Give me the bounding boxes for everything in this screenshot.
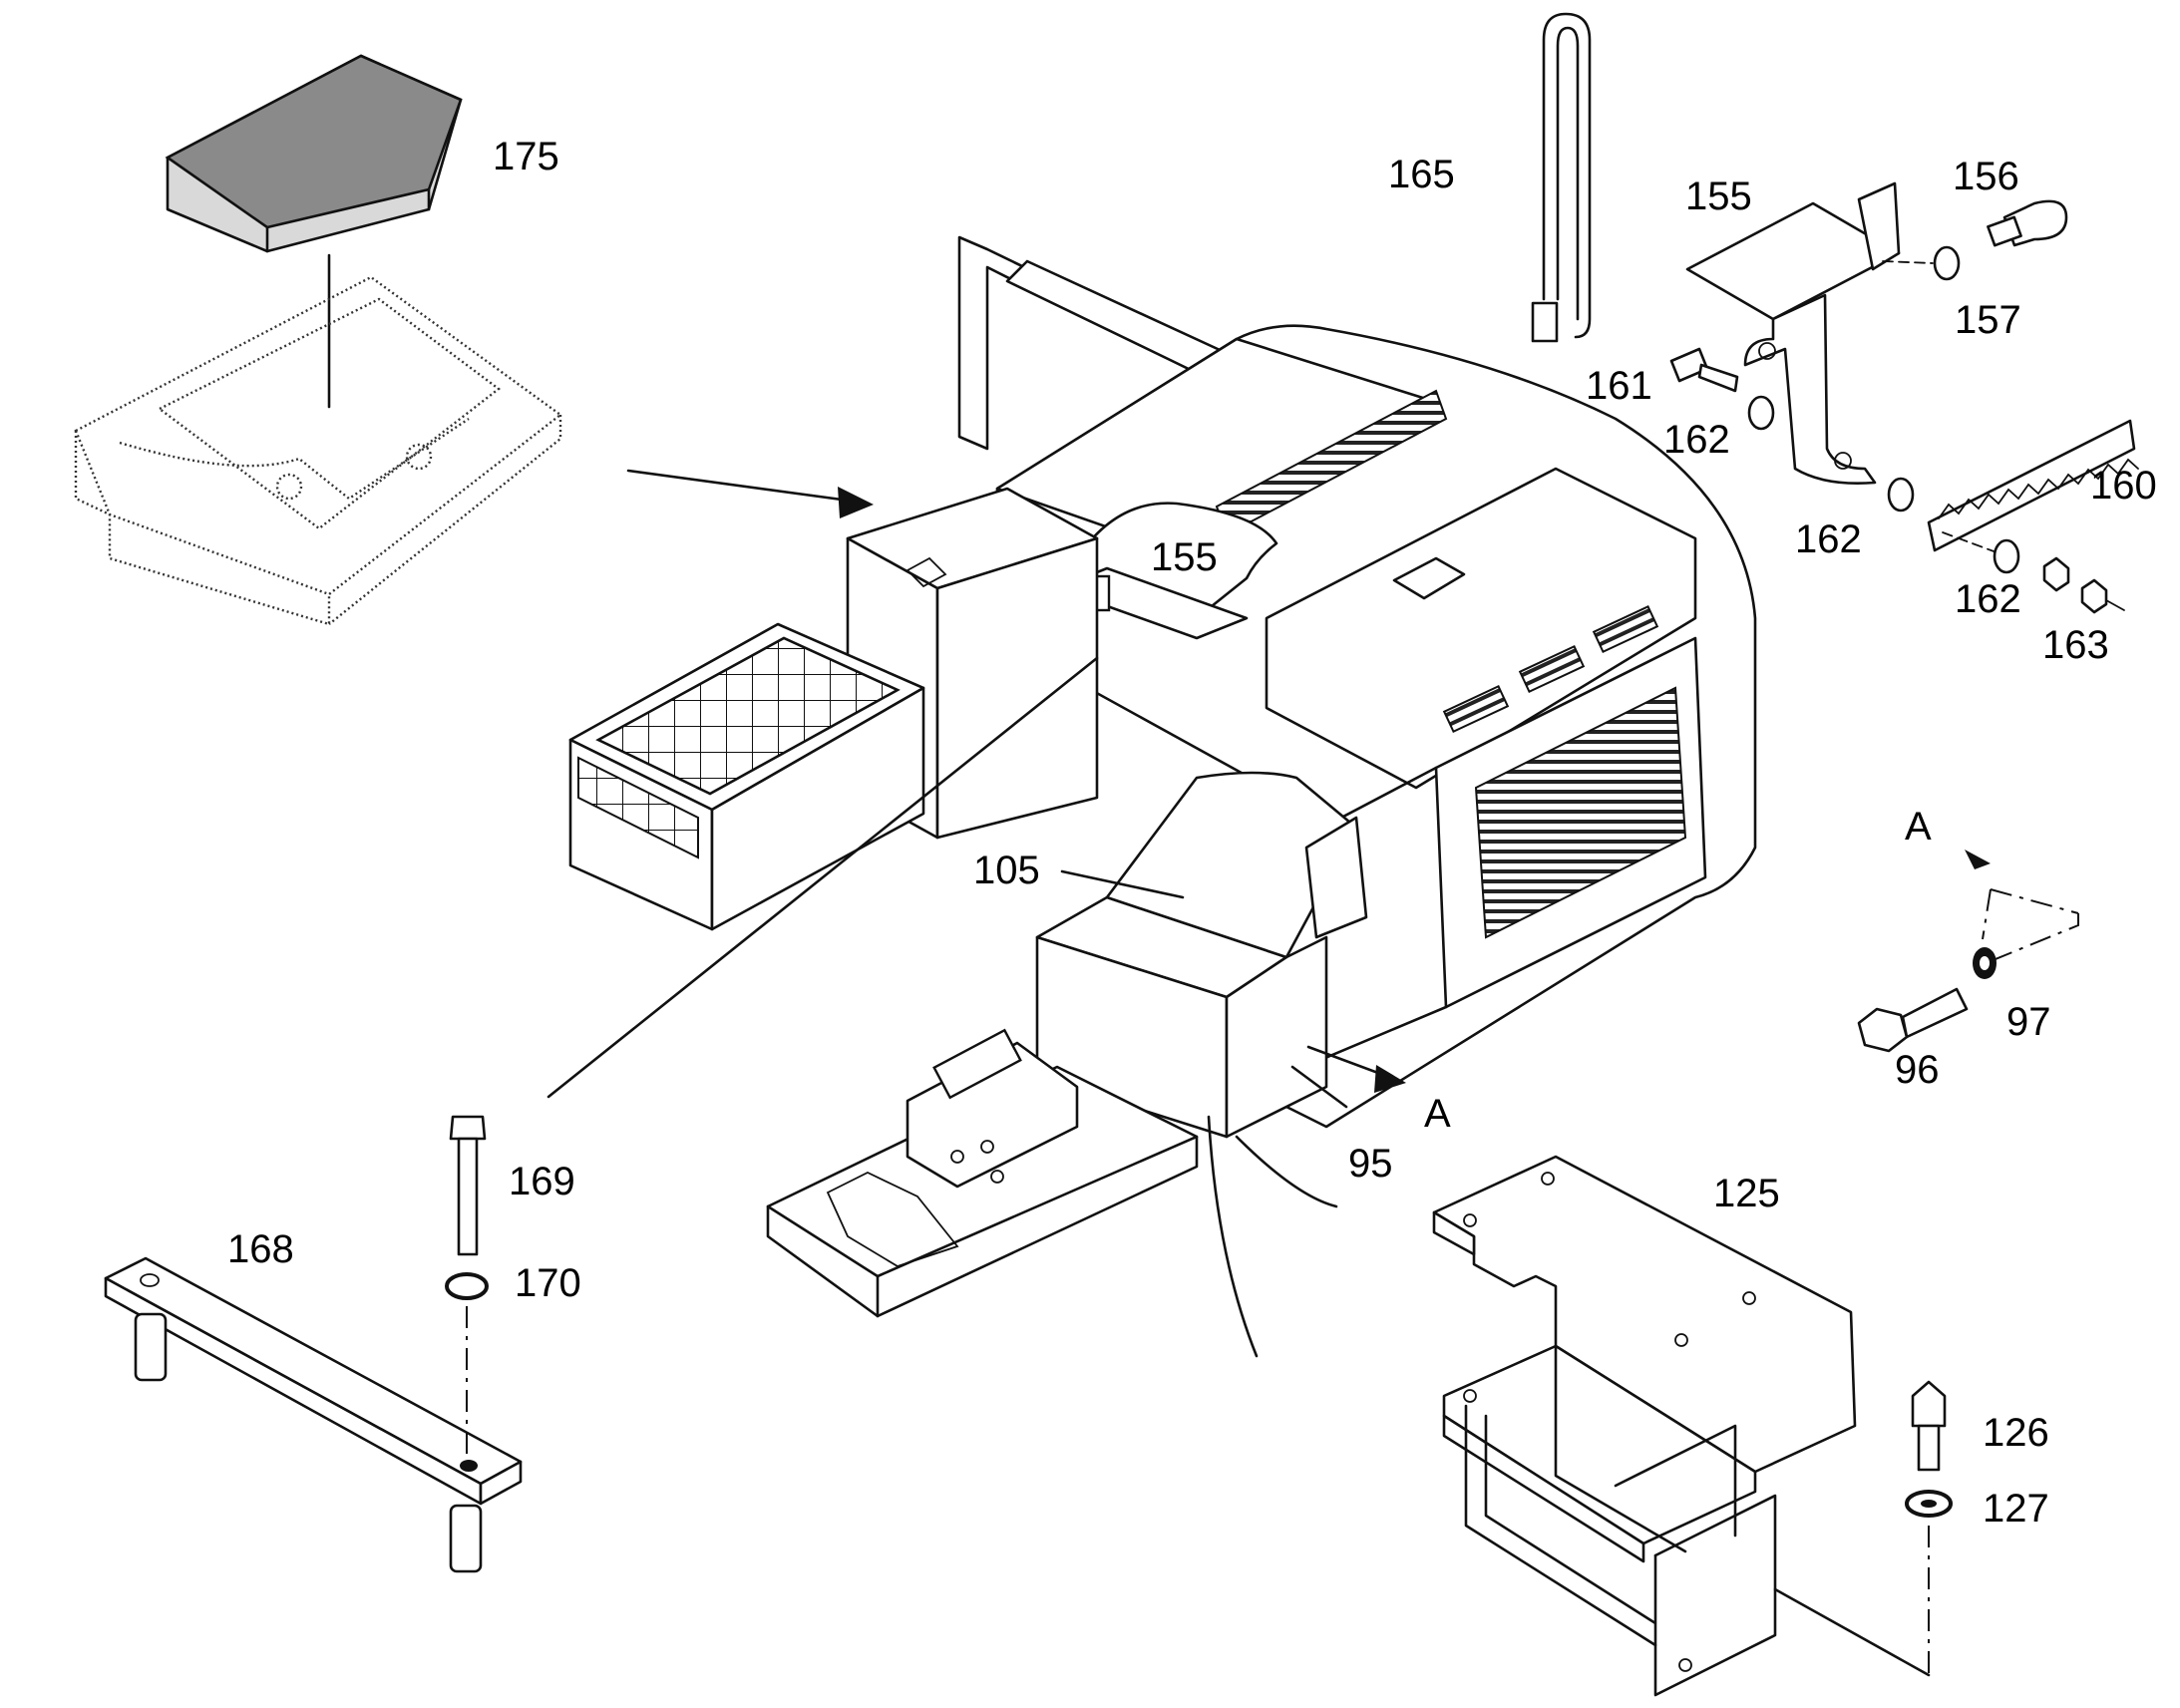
leader-line xyxy=(546,656,1099,1099)
vent-slot xyxy=(1592,605,1659,653)
section-line xyxy=(1990,913,2079,962)
label-169: 169 xyxy=(509,1160,575,1203)
section-line xyxy=(1982,888,1992,940)
nut-163 xyxy=(2080,578,2108,614)
nut-163 xyxy=(2042,556,2070,592)
label-155: 155 xyxy=(1151,535,1218,579)
label-section-a: A xyxy=(1905,805,1932,849)
bolt-126 xyxy=(1911,1380,1947,1472)
label-96: 96 xyxy=(1895,1048,1940,1092)
label-162: 162 xyxy=(1663,418,1730,462)
label-156: 156 xyxy=(1953,155,2019,198)
bolt-161 xyxy=(1669,347,1739,393)
seat-cushion-part xyxy=(165,54,463,253)
floor-plate xyxy=(766,1028,1199,1318)
label-160: 160 xyxy=(2090,464,2157,508)
mounting-bracket-part xyxy=(1432,1155,1857,1697)
washer-162 xyxy=(1747,395,1775,431)
label-168: 168 xyxy=(227,1227,294,1271)
grab-handle-part xyxy=(1531,12,1592,343)
label-165: 165 xyxy=(1388,153,1455,196)
label-97: 97 xyxy=(2006,1000,2051,1044)
vent-slot xyxy=(1442,685,1510,733)
label-127: 127 xyxy=(1983,1487,2049,1531)
arrow-head xyxy=(838,487,874,518)
label-95: 95 xyxy=(1348,1142,1393,1186)
label-163: 163 xyxy=(2042,623,2109,667)
air-filter-basket xyxy=(568,622,925,931)
washer-170 xyxy=(445,1272,489,1300)
label-125: 125 xyxy=(1713,1172,1780,1215)
section-line xyxy=(1990,888,2079,914)
pivot-arc xyxy=(1235,1135,1338,1208)
bolt-169 xyxy=(449,1115,487,1256)
bolt-96 xyxy=(1857,987,1969,1053)
pivot-arc xyxy=(1207,1115,1259,1358)
arrow-head xyxy=(1374,1065,1406,1093)
label-105: 105 xyxy=(973,849,1040,892)
leader-line xyxy=(1773,1587,1931,1677)
bolt-156 xyxy=(1987,199,2068,247)
seat-tray-part xyxy=(74,275,562,626)
seat-shell xyxy=(1055,502,1278,640)
leader-line xyxy=(1060,869,1185,899)
washer-162 xyxy=(1887,477,1915,512)
washer-162 xyxy=(1993,538,2020,574)
label-162: 162 xyxy=(1795,517,1862,561)
arrow-line xyxy=(626,469,866,505)
label-170: 170 xyxy=(515,1261,581,1305)
control-block xyxy=(932,1028,1022,1100)
label-155: 155 xyxy=(1685,174,1752,218)
label-157: 157 xyxy=(1955,298,2021,342)
step-bracket-part xyxy=(1685,181,1901,486)
leader-line xyxy=(1290,1065,1348,1109)
label-section-a: A xyxy=(1424,1092,1451,1136)
washer-157 xyxy=(1933,245,1961,281)
vent-slot xyxy=(1518,645,1586,693)
label-162: 162 xyxy=(1955,577,2021,621)
label-161: 161 xyxy=(1586,364,1652,408)
support-bar-part xyxy=(104,1256,523,1573)
rubber-bumper-160 xyxy=(1927,419,2139,552)
label-175: 175 xyxy=(493,135,559,178)
label-126: 126 xyxy=(1983,1411,2049,1455)
arrow-head xyxy=(1965,850,1991,869)
